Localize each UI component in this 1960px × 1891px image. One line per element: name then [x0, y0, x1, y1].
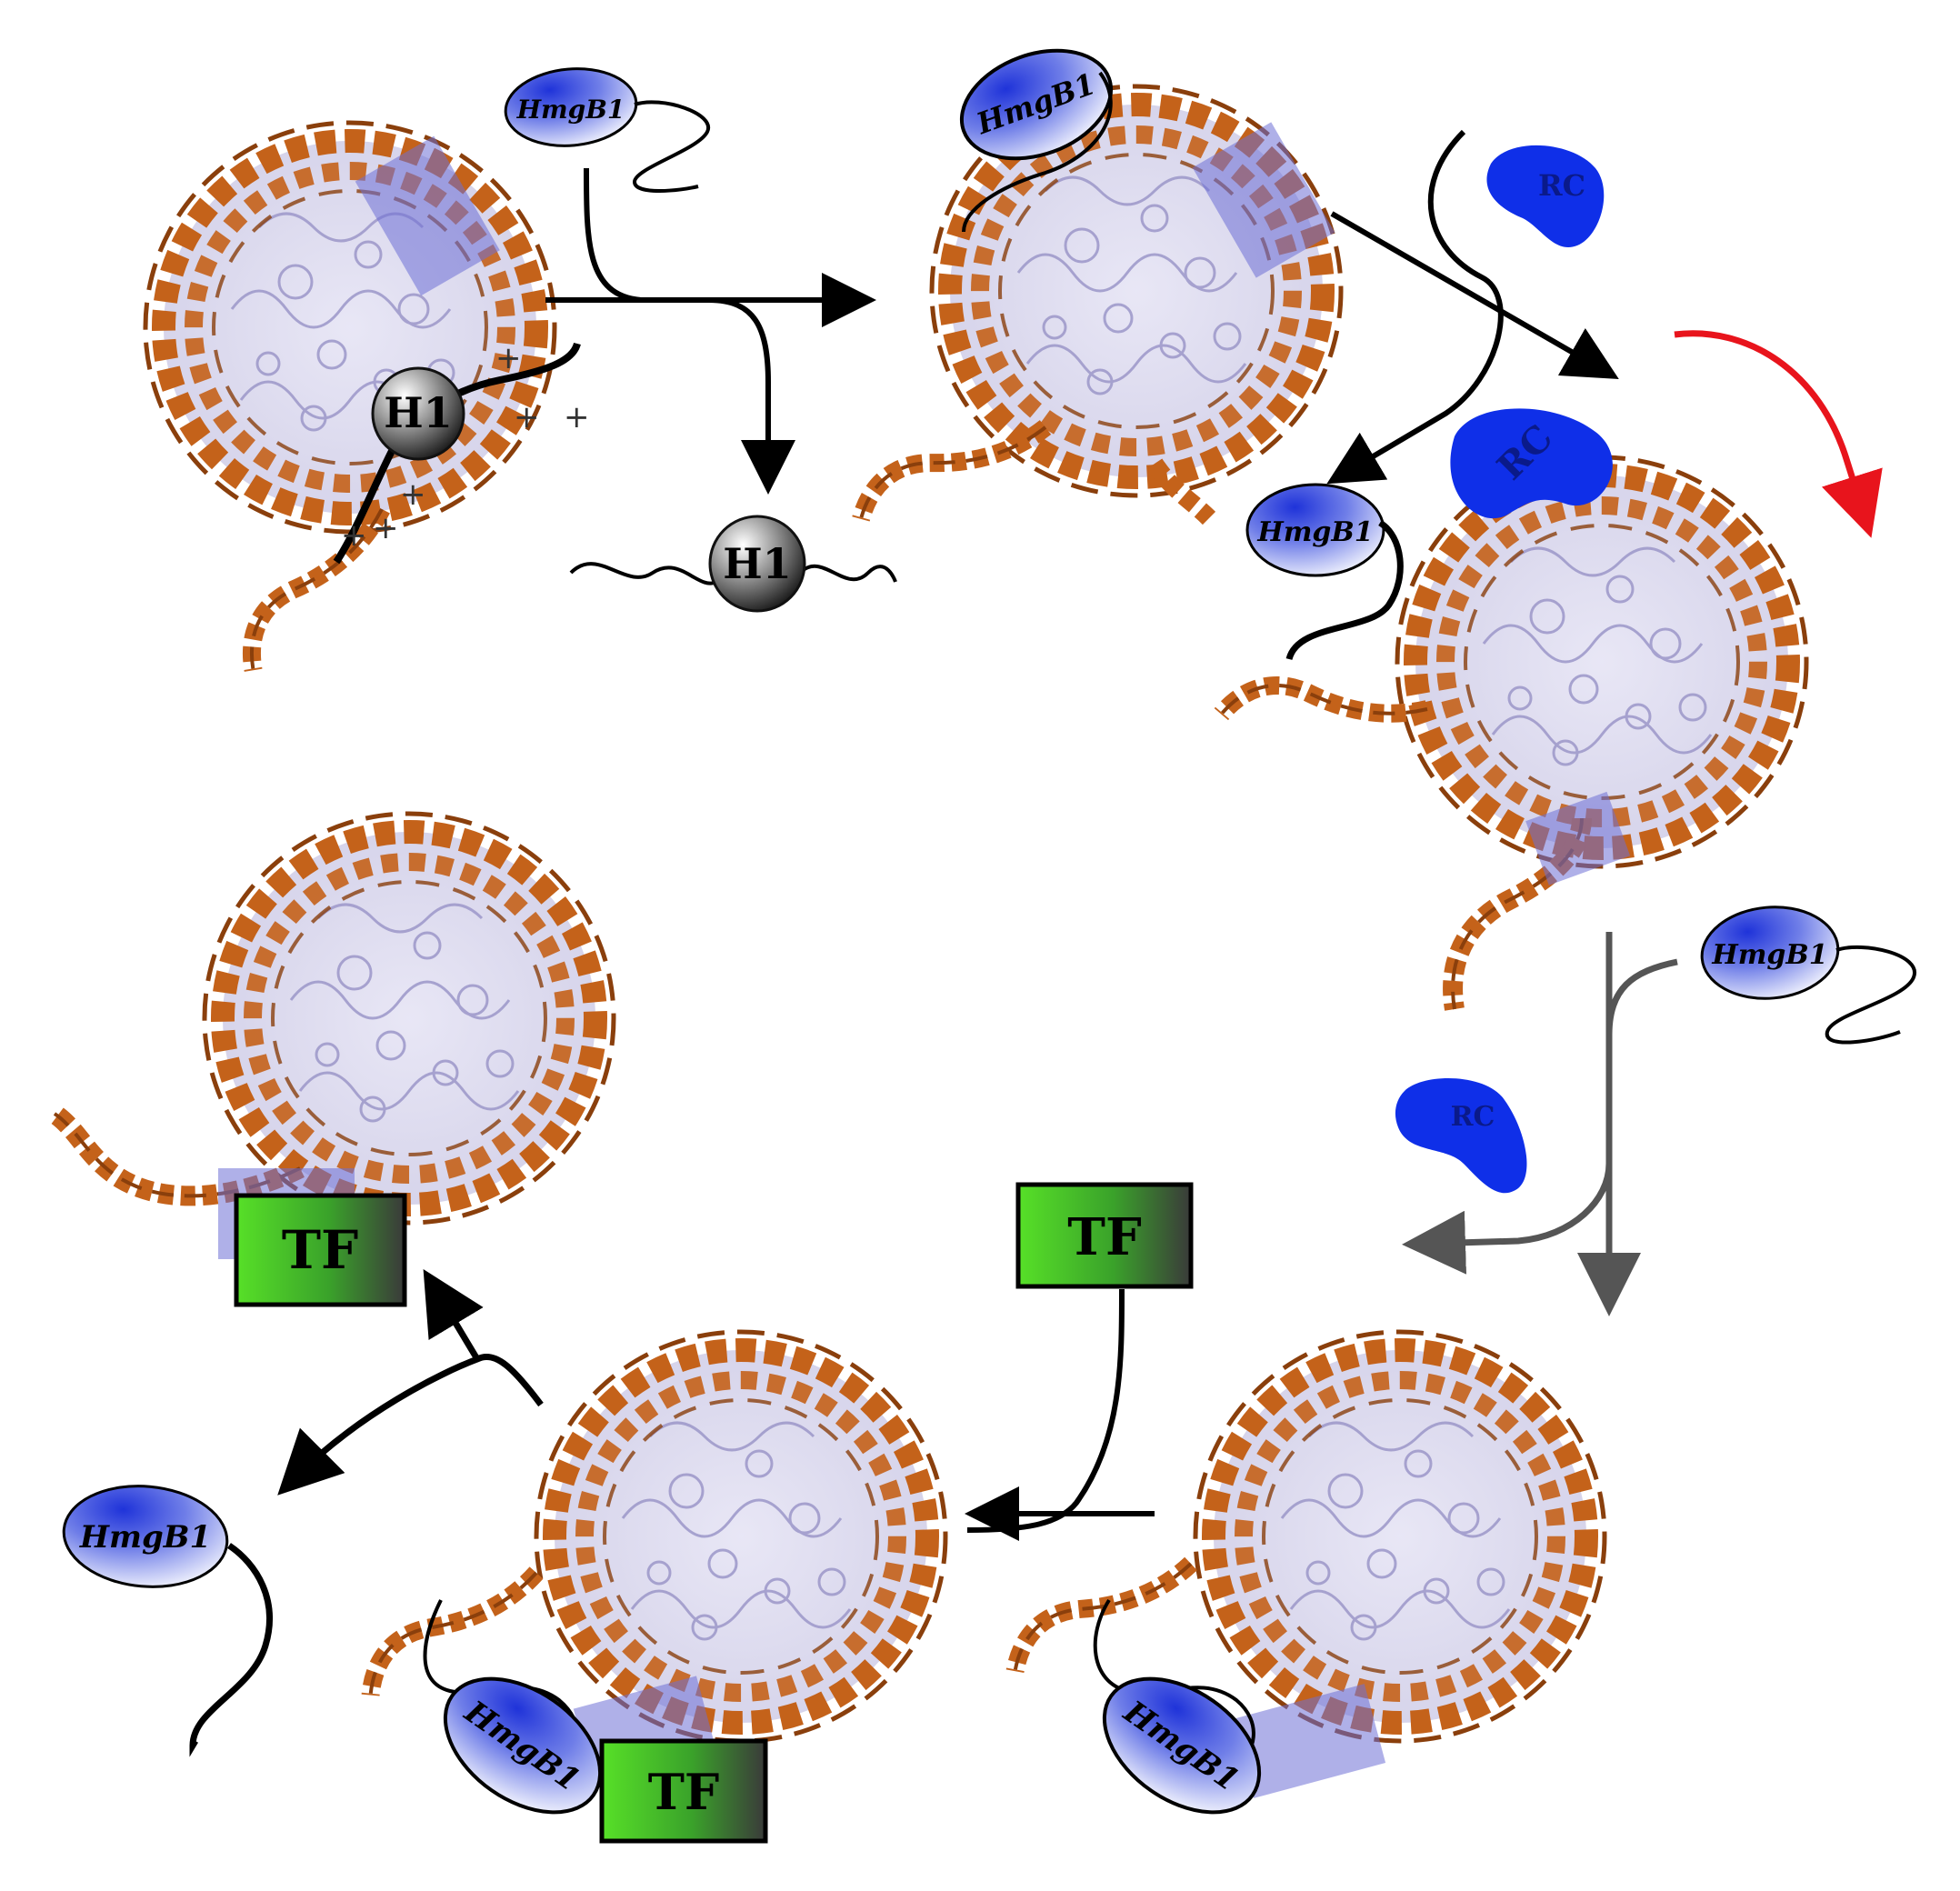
remodeling-arrow — [1674, 330, 1883, 538]
binding-site-box — [1525, 791, 1631, 885]
nucleosome-hmgb1-bound: HmgB1 — [1015, 1332, 1605, 1815]
h1-label: H1 — [723, 539, 791, 588]
charge-plus: + — [373, 510, 399, 546]
rc-remodeling-complex-icon — [1450, 408, 1613, 519]
tf-label: TF — [648, 1763, 720, 1821]
hmgb1-label: HmgB1 — [79, 1519, 211, 1556]
released-hmgb1: HmgB1 — [62, 1485, 273, 1757]
rc-remodeling-complex-icon: RC — [1395, 1078, 1527, 1194]
tf-transcription-factor-icon — [234, 1193, 407, 1307]
reaction-arrow — [965, 1288, 1155, 1541]
hmgb1-protein-icon — [1102, 1676, 1262, 1815]
reaction-arrow — [277, 1268, 544, 1496]
tf-label: TF — [1067, 1207, 1142, 1267]
rc-label: RC — [1538, 168, 1585, 203]
reaction-arrow — [1326, 129, 1619, 485]
h1-icon — [371, 366, 465, 461]
hmgb1-protein-icon — [959, 48, 1114, 161]
hmgb1-protein-icon: HmgB1 — [504, 67, 711, 193]
released-h1: H1 — [569, 515, 897, 613]
reaction-arrow — [545, 167, 876, 495]
hmgb1-protein-icon — [443, 1676, 603, 1815]
charge-plus: + — [564, 399, 590, 435]
h1-icon — [708, 515, 806, 613]
hmgb1-protein-icon: HmgB1 — [1700, 905, 1916, 1045]
charge-plus: + — [495, 340, 522, 376]
nucleosome-rc-bound: RC — [1221, 408, 1806, 1011]
binding-site-box — [1232, 1684, 1386, 1798]
binding-site-box — [1192, 122, 1335, 278]
h1-label: H1 — [384, 388, 452, 437]
released-hmgb1: HmgB1 — [1245, 483, 1404, 661]
nucleosome-hmgb1-bound: HmgB1 — [861, 48, 1341, 559]
nucleosome-hmgb1-tf-bound: HmgB1 TF — [371, 1332, 945, 1844]
reaction-arrow — [1402, 932, 1678, 1316]
nucleosome-with-h1: H1 + + + + + + — [145, 123, 590, 670]
nucleosome-tf-bound: TF — [48, 814, 614, 1307]
tf-transcription-factor-icon: TF — [1015, 1182, 1194, 1289]
hmgb1-label: HmgB1 — [516, 95, 625, 125]
tf-transcription-factor-icon — [599, 1738, 768, 1844]
binding-site-box — [355, 135, 500, 296]
charge-plus: + — [514, 399, 540, 435]
hmgb1-label: HmgB1 — [1256, 516, 1373, 548]
rc-label: RC — [1451, 1101, 1495, 1133]
charge-plus: + — [341, 517, 367, 554]
hmgb1-label: HmgB1 — [1711, 939, 1827, 971]
rc-remodeling-complex-icon: RC — [1486, 145, 1605, 248]
charge-plus: + — [400, 476, 426, 513]
tf-label: TF — [282, 1219, 358, 1281]
